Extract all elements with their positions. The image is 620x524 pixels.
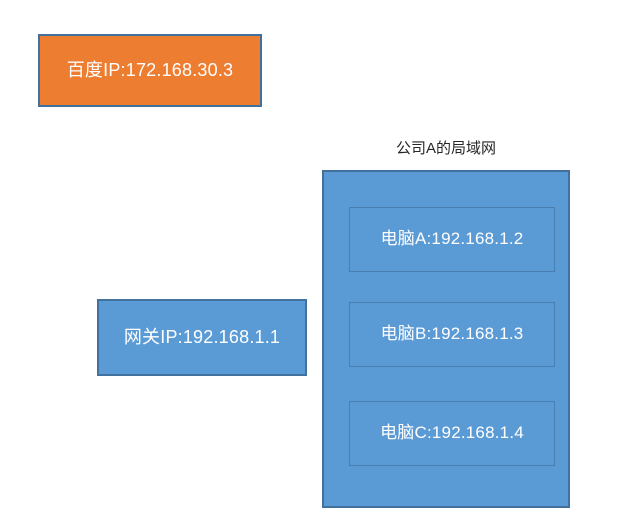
node-host-c-label: 电脑C:192.168.1.4: [380, 423, 524, 443]
node-host-a[interactable]: 电脑A:192.168.1.2: [349, 207, 555, 272]
node-external-host[interactable]: 百度IP:172.168.30.3: [38, 34, 262, 107]
lan-group-title: 公司A的局域网: [395, 140, 496, 157]
node-gateway-label: 网关IP:192.168.1.1: [123, 326, 281, 347]
node-gateway[interactable]: 网关IP:192.168.1.1: [97, 299, 307, 376]
node-host-c[interactable]: 电脑C:192.168.1.4: [349, 401, 555, 466]
node-host-b-label: 电脑B:192.168.1.3: [380, 324, 524, 344]
node-host-b[interactable]: 电脑B:192.168.1.3: [349, 302, 555, 367]
lan-group-container[interactable]: 电脑A:192.168.1.2 电脑B:192.168.1.3 电脑C:192.…: [322, 170, 570, 508]
node-host-a-label: 电脑A:192.168.1.2: [380, 229, 524, 249]
node-external-host-label: 百度IP:172.168.30.3: [66, 59, 234, 80]
